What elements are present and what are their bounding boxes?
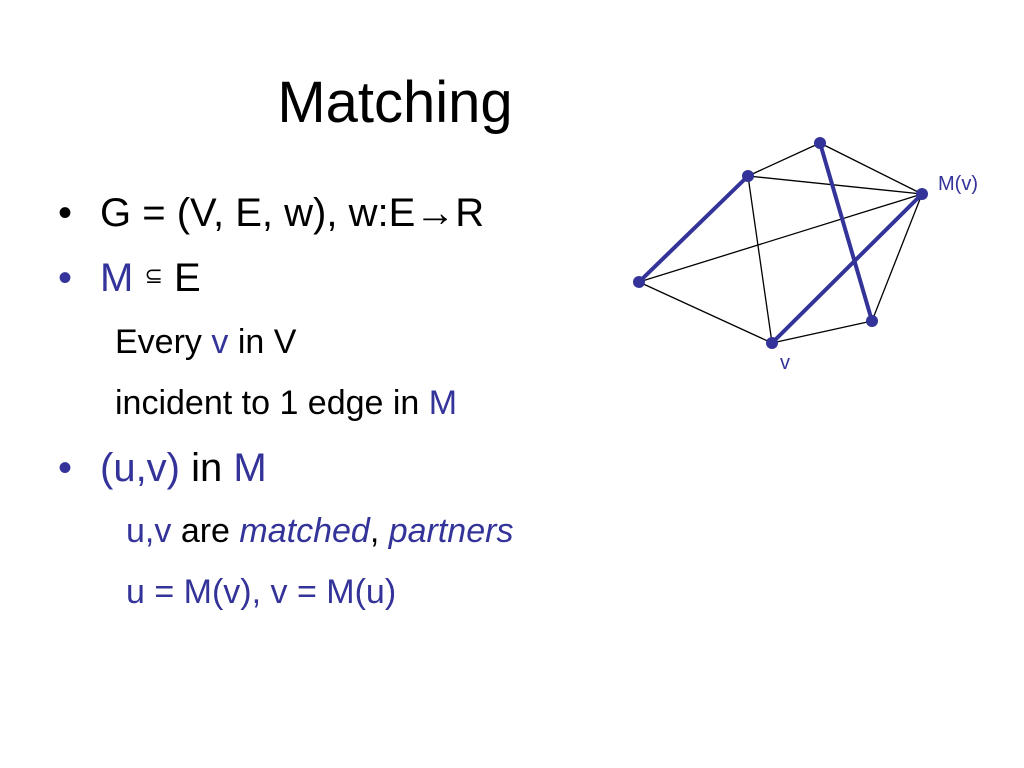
slide-title: Matching <box>277 70 513 135</box>
bullet-edge-in-matching: • (u,v) in M <box>58 444 267 492</box>
graph-edge <box>771 320 873 344</box>
m-symbol: M <box>233 446 267 490</box>
m-symbol: M <box>428 384 458 422</box>
in-text: in <box>191 446 223 490</box>
comma: , <box>369 512 380 550</box>
bullet-marker: • <box>58 256 73 300</box>
matched-text: matched <box>239 512 370 550</box>
graph-edge <box>747 175 773 344</box>
subset-symbol: ⊆ <box>144 263 163 288</box>
graph-node-v <box>766 337 778 349</box>
uv-pair: (u,v) <box>100 446 180 490</box>
matched-edge <box>637 174 750 284</box>
bullet-graph-definition: • G = (V, E, w), w:E→R <box>58 189 484 237</box>
graph-node <box>633 276 645 288</box>
every-text: Every <box>115 323 202 361</box>
graph-node <box>866 315 878 327</box>
matched-edge <box>818 142 874 322</box>
label-v: v <box>780 352 790 374</box>
graph-edge <box>747 142 821 177</box>
label-mv: M(v) <box>938 173 978 195</box>
in-v-text: in V <box>237 323 297 361</box>
graph-edge <box>638 193 923 283</box>
edge-set-symbol: E <box>174 256 201 300</box>
bullet-marker: • <box>58 191 73 235</box>
every-v-line: Every v in V <box>115 321 296 363</box>
graph-edge <box>747 175 923 195</box>
incident-line: incident to 1 edge in M <box>115 382 457 424</box>
graph-edge <box>638 281 773 344</box>
bullet-marker: • <box>58 446 73 490</box>
v-symbol: v <box>211 323 229 361</box>
uv-text: u,v <box>126 512 172 550</box>
graph-edge <box>819 142 923 195</box>
bullet-matching-subset: • M ⊆ E <box>58 252 201 302</box>
graph-edge <box>871 193 923 322</box>
graph-node <box>742 170 754 182</box>
graph-node <box>814 137 826 149</box>
partners-text: partners <box>388 512 514 550</box>
graph-node-mv <box>916 188 928 200</box>
are-text: are <box>180 512 230 550</box>
matched-edge <box>770 192 924 345</box>
matching-symbol: M <box>100 256 134 300</box>
graph-definition-text: G = (V, E, w), w:E→R <box>100 191 485 235</box>
partner-equation-line: u = M(v), v = M(u) <box>126 573 397 611</box>
incident-text: incident to 1 edge in <box>115 384 420 422</box>
matched-partners-line: u,v are matched, partners <box>126 510 513 552</box>
